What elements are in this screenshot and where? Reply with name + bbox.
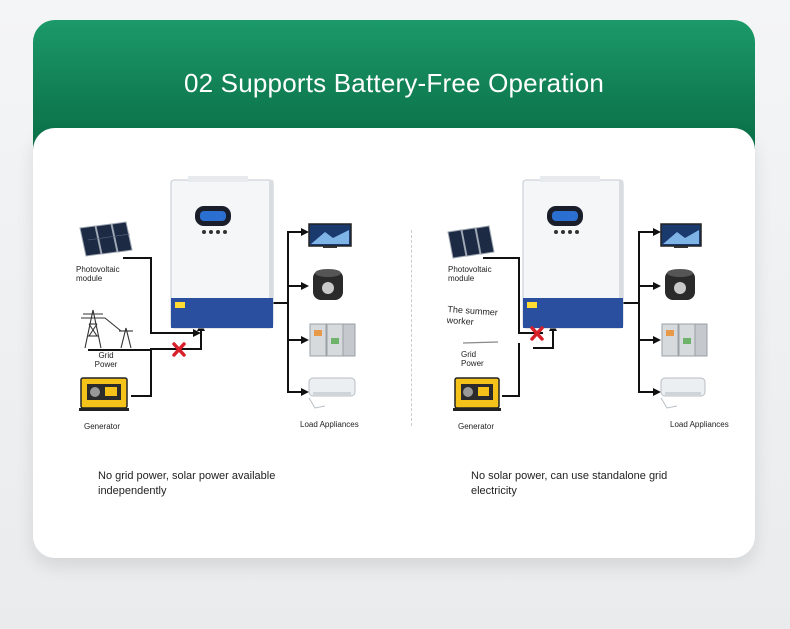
wire-generator	[502, 343, 520, 397]
wire-load-2	[638, 285, 653, 303]
refrigerator-icon	[309, 323, 356, 357]
left-arrowheads	[193, 228, 309, 396]
generator-icon	[79, 377, 129, 411]
worker-label: The summer worker	[446, 304, 499, 327]
left-caption: No grid power, solar power available ind…	[98, 470, 276, 497]
loads-label: Load Appliances	[670, 420, 729, 429]
wire-pv	[123, 257, 193, 334]
solar-panel-icon	[79, 221, 133, 257]
left-wiring	[88, 231, 301, 397]
generator-label: Generator	[84, 422, 121, 431]
right-scenario-panel: Photovoltaic module The summer worker Gr…	[403, 128, 755, 558]
wire-load-3	[287, 303, 301, 341]
wire-load-3	[638, 303, 653, 341]
grid-label: Grid Power	[94, 351, 118, 369]
rice-cooker-icon	[665, 269, 695, 300]
tv-icon	[660, 223, 702, 248]
air-conditioner-icon	[660, 377, 706, 409]
red-x-icon	[530, 326, 544, 341]
pv-label: Photovoltaic module	[76, 265, 120, 283]
panel-divider	[411, 230, 412, 426]
solar-panel-icon	[447, 225, 495, 259]
left-scenario-panel: Photovoltaic module Grid Power Generator…	[33, 128, 403, 558]
inverter-icon	[170, 176, 274, 329]
tv-icon	[308, 223, 352, 248]
refrigerator-icon	[661, 323, 708, 357]
wire-load-1	[623, 231, 653, 304]
right-caption: No solar power, can use standalone grid …	[471, 470, 668, 497]
grid-label: Grid Power	[461, 350, 484, 368]
generator-label: Generator	[458, 422, 495, 431]
pv-label: Photovoltaic module	[448, 265, 492, 283]
wire-load-4	[638, 303, 653, 393]
left-diagram-svg	[79, 176, 356, 411]
red-x-icon	[172, 342, 186, 357]
generator-icon	[453, 377, 501, 411]
wire-grid	[533, 331, 554, 349]
wire-generator	[131, 350, 152, 397]
air-conditioner-icon	[308, 377, 356, 409]
wire-load-4	[287, 303, 301, 393]
loads-label: Load Appliances	[300, 420, 359, 429]
pylon-icon	[81, 309, 133, 349]
wire-load-2	[287, 285, 301, 303]
page-title: 02 Supports Battery-Free Operation	[183, 68, 605, 98]
wire-pv	[483, 257, 543, 334]
wire-grid	[88, 331, 202, 351]
right-wiring	[483, 231, 653, 397]
right-diagram-svg	[447, 176, 708, 411]
wire-load-1	[273, 231, 301, 304]
diagram-card: Photovoltaic module Grid Power Generator…	[33, 128, 755, 558]
inverter-icon	[522, 176, 624, 329]
grid-line-icon	[462, 341, 499, 344]
rice-cooker-icon	[313, 269, 343, 300]
